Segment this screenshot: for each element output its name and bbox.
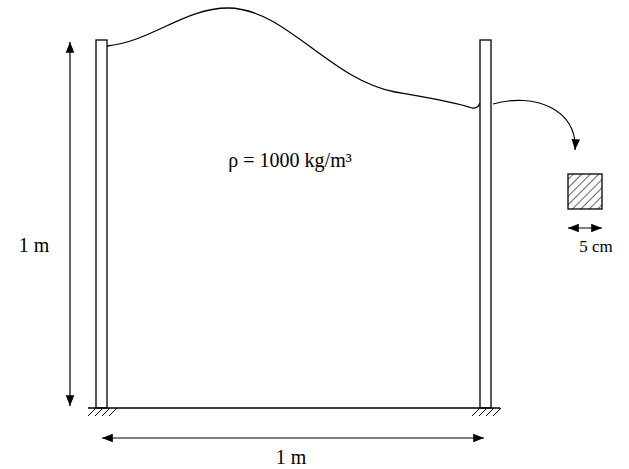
width-dimension: [102, 437, 484, 438]
left-wall: [96, 40, 107, 408]
ground-hatch: [88, 408, 501, 416]
dimension-label: 1 m: [276, 447, 307, 467]
ground-line: [88, 407, 500, 408]
wall-section: [568, 174, 602, 209]
detail-arrow: [493, 100, 575, 150]
height-dimension: [69, 42, 70, 406]
dimension-label: 5 cm: [579, 238, 613, 255]
free-surface: [107, 8, 480, 108]
density-label: ρ = 1000 kg/m³: [228, 150, 351, 170]
thickness-dimension: [568, 227, 602, 228]
right-wall: [480, 40, 491, 408]
dimension-label: 1 m: [19, 235, 50, 255]
